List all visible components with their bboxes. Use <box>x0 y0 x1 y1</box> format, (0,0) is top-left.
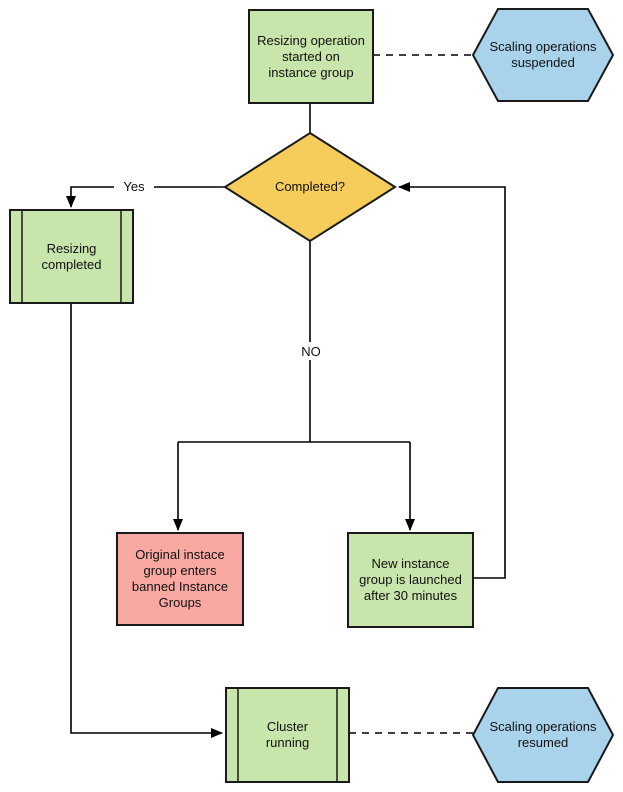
resizing-completed-rect <box>9 209 134 304</box>
edge-new-group-back-to-decision <box>398 182 506 579</box>
start-node-label: Resizing operation started on instance g… <box>257 32 365 80</box>
banned-node-label: Original instace group enters banned Ins… <box>131 547 229 610</box>
cluster-running-label: Cluster running <box>265 719 310 750</box>
resumed-hexagon <box>471 687 615 783</box>
cluster-running-rect <box>225 687 350 783</box>
decision-diamond-label: Completed? <box>274 179 346 194</box>
start-node <box>248 9 374 104</box>
new-group-node-label: New instance group is launched after 30 … <box>359 556 462 603</box>
edge-yes-to-resizing-completed <box>66 186 225 208</box>
new-group-node <box>347 532 474 628</box>
resizing-completed-label: Resizing completed <box>41 240 102 272</box>
banned-node <box>116 532 244 626</box>
resumed-hexagon-label: Scaling operations resumed <box>489 719 597 750</box>
no-edge-label: NO <box>294 342 328 360</box>
yes-edge-label: Yes <box>114 177 154 195</box>
resizing-completed-node <box>9 209 134 304</box>
suspended-hexagon <box>471 8 615 102</box>
decision-diamond <box>223 131 397 243</box>
suspended-hexagon-label: Scaling operations suspended <box>489 39 597 70</box>
cluster-running-node <box>225 687 350 783</box>
edge-resizing-completed-to-cluster <box>70 303 223 738</box>
